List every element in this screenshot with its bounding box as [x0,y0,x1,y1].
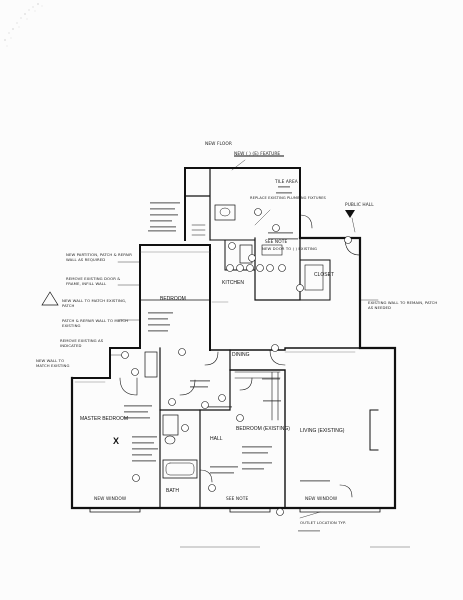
existing-wall-label: EXISTING WALL TO REMAIN, PATCH AS NEEDED [368,300,438,310]
see-note-top-label: SEE NOTE [265,240,288,245]
room-dining: DINING [232,352,250,358]
note-6: NEW WALL TO MATCH EXISTING [36,358,70,368]
north-arrow-icon [345,210,355,218]
note-5: REMOVE EXISTING AS INDICATED [60,338,104,348]
room-living: LIVING (EXISTING) [300,428,345,434]
room-closet: CLOSET [314,272,335,278]
new-door-label: NEW DOOR TO ( ) EXISTING [262,246,317,251]
tile-area-label: TILE AREA [275,180,298,185]
room-hall: HALL [210,436,223,442]
scan-edge-noise [4,3,43,47]
note-2: REMOVE EXISTING DOOR & FRAME, INFILL WAL… [66,276,121,286]
bottom-note-4: NEW WINDOW [305,497,338,502]
note-4: PATCH & REPAIR WALL TO MATCH EXISTING [62,318,129,328]
note-1: NEW PARTITION, PATCH & REPAIR WALL AS RE… [66,252,132,262]
exterior-wall-top [184,167,301,241]
bottom-note-2: SEE NOTE [226,497,249,502]
room-bedroom: BEDROOM [160,296,186,302]
bottom-note-1: NEW WINDOW [94,497,127,502]
room-master-bedroom: MASTER BEDROOM [80,416,129,422]
bottom-note-3: OUTLET LOCATION TYP. [300,520,347,525]
room-bedroom-2: BEDROOM (EXISTING) [236,426,290,432]
warning-triangle-icon [41,291,59,306]
room-kitchen: KITCHEN [222,280,244,286]
room-bath: BATH [166,488,179,494]
new-floor-label: NEW FLOOR [205,142,232,147]
exterior-wall-left [71,244,211,379]
plumbing-note-label: REPLACE EXISTING PLUMBING FIXTURES [250,196,326,200]
bed-symbol: X [113,436,120,446]
top-feature-label: NEW ( ) (E) FEATURE [234,152,281,157]
note-3: NEW WALL TO MATCH EXISTING, PATCH [62,298,127,308]
exterior-wall-main [70,236,397,510]
public-hall-label: PUBLIC HALL [345,203,374,208]
